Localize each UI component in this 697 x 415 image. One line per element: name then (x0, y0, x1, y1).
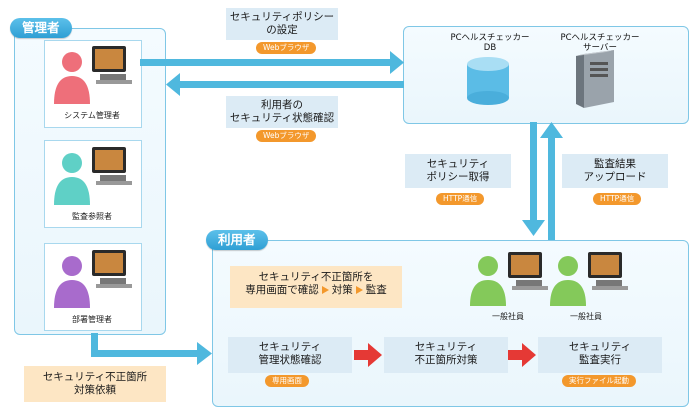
policy-get-box: セキュリティポリシー取得 (405, 154, 511, 188)
system-admin-label: システム管理者 (64, 111, 120, 120)
auditor-person-icon (54, 147, 132, 205)
server-label: PCヘルスチェッカーサーバー (560, 33, 640, 53)
step-status-check: セキュリティ管理状態確認 (228, 337, 352, 373)
status-check-badge: Webブラウザ (256, 130, 317, 142)
fix-request-box: セキュリティ不正箇所対策依頼 (24, 366, 166, 402)
policy-get-badge: HTTP通信 (436, 193, 485, 205)
system-admin-person-icon (54, 46, 132, 104)
audit-upload-box: 監査結果アップロード (562, 154, 668, 188)
step-arrow-1-icon (354, 343, 382, 367)
database-icon (467, 57, 509, 105)
dept-admin-person-icon (54, 250, 132, 308)
server-icon (576, 50, 614, 108)
auditor-label: 監査参照者 (72, 212, 112, 221)
admin-panel-tag: 管理者 (10, 18, 72, 38)
step-fix: セキュリティ不正箇所対策 (384, 337, 508, 373)
step-arrow-2-icon (508, 343, 536, 367)
step-audit-badge: 実行ファイル起動 (562, 375, 636, 387)
audit-upload-badge: HTTP通信 (593, 193, 642, 205)
step-audit: セキュリティ監査実行 (538, 337, 662, 373)
user-1-label: 一般社員 (492, 312, 524, 321)
dept-admin-label: 部署管理者 (72, 315, 112, 324)
instruction-box: セキュリティ不正箇所を 専用画面で確認対策監査 (230, 266, 402, 308)
server-panel (403, 26, 689, 124)
user-2-person-icon (550, 252, 628, 306)
user-1-person-icon (470, 252, 548, 306)
policy-set-box: セキュリティポリシーの設定 (226, 8, 338, 40)
step-triangle-icon (321, 286, 329, 294)
instruction-line1: セキュリティ不正箇所を (258, 271, 374, 283)
step-triangle-icon (355, 286, 363, 294)
policy-set-badge: Webブラウザ (256, 42, 317, 54)
status-check-box: 利用者のセキュリティ状態確認 (226, 96, 338, 128)
user-2-label: 一般社員 (570, 312, 602, 321)
step-status-check-badge: 専用画面 (265, 375, 309, 387)
instruction-line2: 専用画面で確認対策監査 (245, 284, 387, 296)
user-panel-tag: 利用者 (206, 230, 268, 250)
